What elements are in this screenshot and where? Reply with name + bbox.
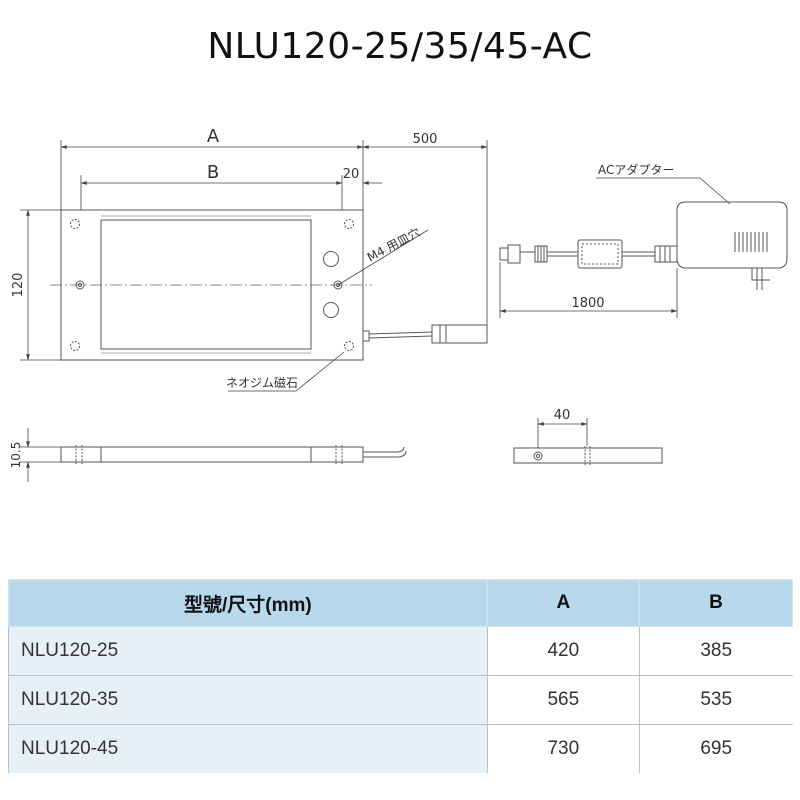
cell-model: NLU120-35 [8, 675, 488, 725]
table-row: NLU120-35 565 535 [8, 675, 793, 725]
dim-a [60, 140, 364, 210]
adapter-body [676, 201, 788, 269]
ac-adapter-label: ACアダプター [598, 162, 674, 177]
dim-120 [20, 209, 61, 361]
dim-a-label: A [207, 126, 220, 147]
dim-1800 [499, 262, 678, 318]
dim-b-label: B [207, 162, 219, 183]
m4-label: M4 用皿穴 [364, 224, 422, 264]
header-a: A [486, 579, 640, 627]
cell-b: 385 [638, 626, 793, 676]
magnet-label: ネオジム磁石 [226, 375, 298, 390]
knob [323, 251, 339, 267]
header-model: 型號/尺寸(mm) [8, 579, 488, 627]
ac-adapter [499, 201, 788, 290]
cell-model: NLU120-25 [8, 626, 488, 676]
screw-hole [333, 280, 343, 290]
cell-a: 565 [486, 675, 640, 725]
table-row: NLU120-25 420 385 [8, 626, 793, 676]
dim-10-5-label: 10.5 [9, 442, 23, 469]
dim-10-5 [20, 428, 61, 482]
table-header-row: 型號/尺寸(mm) A B [8, 579, 794, 627]
magnet-hole [70, 341, 80, 351]
panel-end-view [513, 446, 663, 465]
dim-40-label: 40 [554, 408, 571, 423]
panel-top-view [50, 209, 488, 361]
knob [323, 302, 339, 318]
dim-500-label: 500 [413, 132, 438, 147]
dim-20-label: 20 [343, 167, 360, 182]
dim-b [80, 175, 382, 210]
magnet-hole [344, 341, 354, 351]
dim-120-label: 120 [11, 273, 26, 298]
cell-a: 420 [486, 626, 640, 676]
header-b: B [638, 579, 794, 627]
cell-a: 730 [486, 724, 640, 773]
screw-hole [75, 280, 85, 290]
magnet-hole [70, 219, 80, 229]
page-title: NLU120-25/35/45-AC [207, 26, 593, 67]
dim-40 [537, 418, 588, 448]
cell-b: 535 [638, 675, 793, 725]
magnet-hole [344, 219, 354, 229]
cable-plug [431, 324, 488, 344]
panel-side-view [60, 445, 407, 464]
cell-b: 695 [638, 724, 793, 773]
spec-table: 型號/尺寸(mm) A B NLU120-25 420 385 NLU120-3… [8, 579, 794, 773]
cell-model: NLU120-45 [8, 724, 488, 773]
table-row: NLU120-45 730 695 [8, 724, 793, 773]
panel-emitting-area [100, 219, 312, 350]
dim-1800-label: 1800 [571, 296, 604, 311]
technical-drawing: A B 20 500 120 M4 用皿穴 ネオジム磁石 [9, 126, 788, 482]
dim-500 [362, 140, 488, 325]
